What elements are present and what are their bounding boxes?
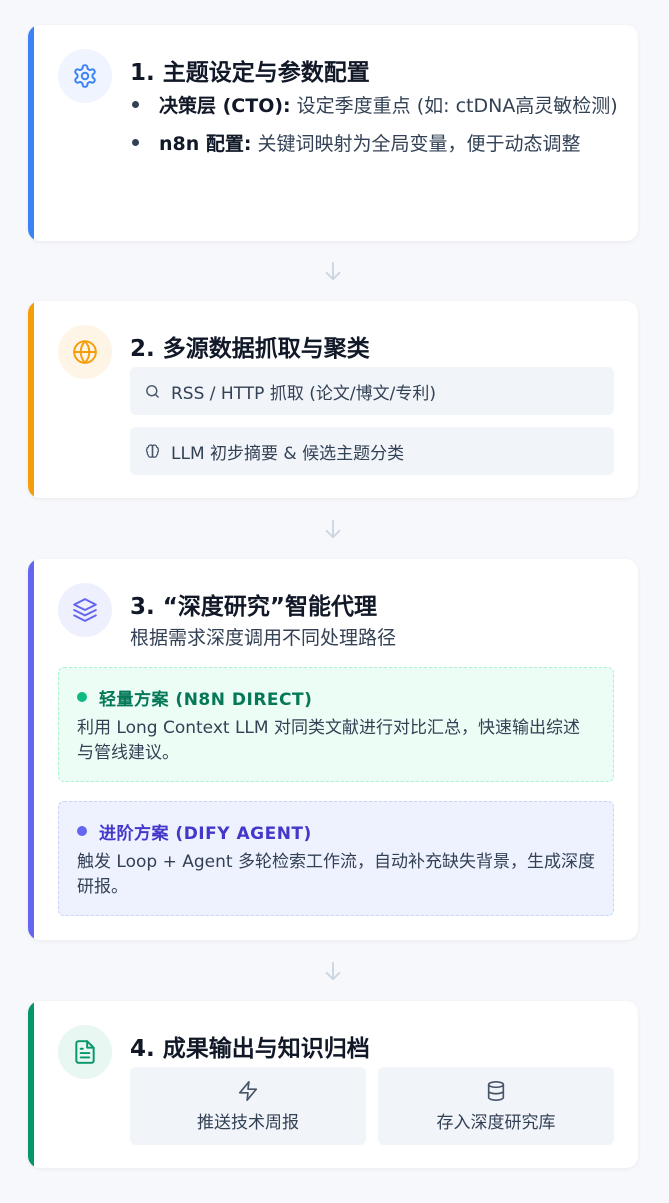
bullet-label: n8n 配置: [159, 133, 252, 155]
bullet-text: 设定季度重点 (如: ctDNA高灵敏检测) [290, 95, 618, 117]
document-icon [58, 1025, 112, 1079]
accent-bar [28, 1001, 34, 1168]
step-title: 1. 主题设定与参数配置 [130, 60, 370, 86]
database-icon [487, 1080, 505, 1101]
bullet-item: n8n 配置: 关键词映射为全局变量，便于动态调整 [130, 129, 620, 159]
plan-heading: 进阶方案 (DIFY AGENT) [77, 818, 595, 844]
step-card-4: 4. 成果输出与知识归档 推送技术周报 存入深度研究库 [28, 1001, 638, 1168]
tile-store-library: 存入深度研究库 [378, 1067, 614, 1145]
brain-icon [145, 443, 160, 458]
bullet-label: 决策层 (CTO): [159, 95, 291, 117]
gear-icon [58, 49, 112, 103]
chip-llm-summary: LLM 初步摘要 & 候选主题分类 [130, 427, 614, 475]
bullet-item: 决策层 (CTO): 设定季度重点 (如: ctDNA高灵敏检测) [130, 91, 620, 121]
step-title: 2. 多源数据抓取与聚类 [130, 336, 370, 362]
bullet-list: 决策层 (CTO): 设定季度重点 (如: ctDNA高灵敏检测) n8n 配置… [130, 91, 620, 167]
chip-label: LLM 初步摘要 & 候选主题分类 [171, 443, 405, 464]
plan-description: 利用 Long Context LLM 对同类文献进行对比汇总，快速输出综述与管… [77, 718, 580, 763]
plan-advanced: 进阶方案 (DIFY AGENT) 触发 Loop + Agent 多轮检索工作… [58, 801, 614, 916]
plan-title: 轻量方案 (N8N DIRECT) [99, 689, 313, 710]
accent-bar [28, 559, 34, 940]
step-card-3: 3. “深度研究”智能代理 根据需求深度调用不同处理路径 轻量方案 (N8N D… [28, 559, 638, 940]
step-title: 4. 成果输出与知识归档 [130, 1036, 370, 1062]
tile-label: 推送技术周报 [197, 1112, 299, 1133]
accent-bar [28, 25, 34, 241]
bullet-dot [132, 139, 139, 146]
status-dot [77, 826, 87, 836]
chip-rss-http: RSS / HTTP 抓取 (论文/博文/专利) [130, 367, 614, 415]
accent-bar [28, 301, 34, 498]
chip-label: RSS / HTTP 抓取 (论文/博文/专利) [171, 383, 436, 404]
arrow-down-icon [325, 519, 341, 539]
plan-heading: 轻量方案 (N8N DIRECT) [77, 684, 595, 710]
tile-push-weekly: 推送技术周报 [130, 1067, 366, 1145]
arrow-down-icon [325, 261, 341, 281]
layers-icon [58, 583, 112, 637]
step-subtitle: 根据需求深度调用不同处理路径 [130, 627, 397, 649]
plan-description: 触发 Loop + Agent 多轮检索工作流，自动补充缺失背景，生成深度研报。 [77, 852, 595, 897]
plan-light: 轻量方案 (N8N DIRECT) 利用 Long Context LLM 对同… [58, 667, 614, 782]
step-title: 3. “深度研究”智能代理 [130, 594, 377, 620]
bullet-dot [132, 101, 139, 108]
bullet-text: 关键词映射为全局变量，便于动态调整 [251, 133, 581, 155]
plan-title: 进阶方案 (DIFY AGENT) [99, 823, 312, 844]
status-dot [77, 692, 87, 702]
globe-icon [58, 325, 112, 379]
step-card-2: 2. 多源数据抓取与聚类 RSS / HTTP 抓取 (论文/博文/专利) LL… [28, 301, 638, 498]
arrow-down-icon [325, 961, 341, 981]
lightning-icon [238, 1080, 258, 1101]
search-icon [146, 384, 159, 398]
step-card-1: 1. 主题设定与参数配置 决策层 (CTO): 设定季度重点 (如: ctDNA… [28, 25, 638, 241]
tile-label: 存入深度研究库 [436, 1112, 556, 1133]
